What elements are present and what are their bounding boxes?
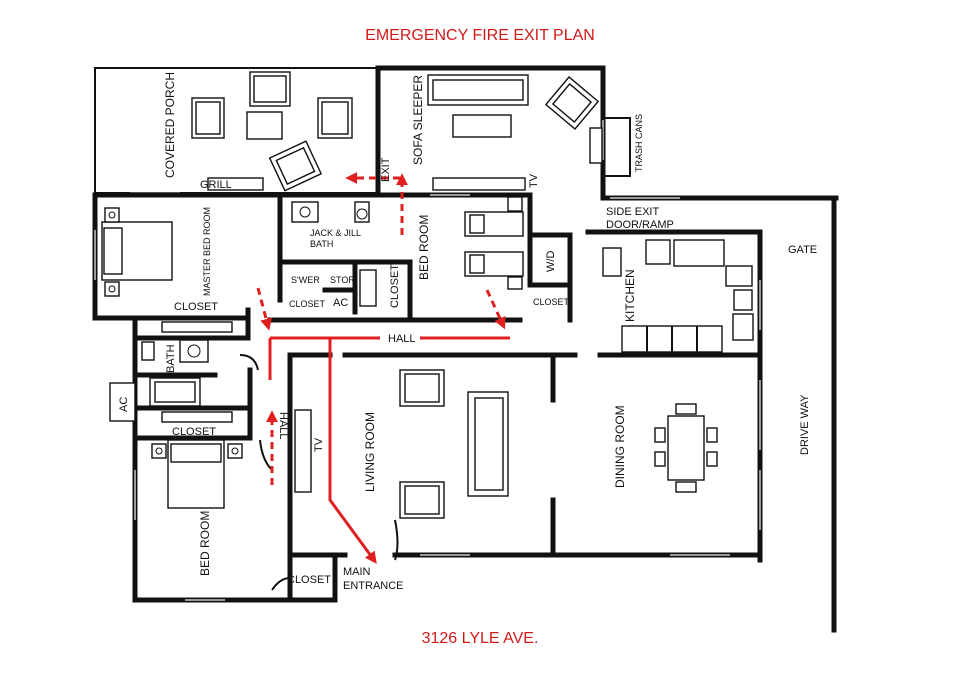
- plan-title: EMERGENCY FIRE EXIT PLAN: [365, 27, 595, 44]
- label-closet-small: CLOSET: [289, 299, 326, 309]
- label-wd: W/D: [545, 251, 557, 272]
- label-drive-way: DRIVE WAY: [799, 394, 811, 455]
- label-hall-vertical: HALL: [277, 412, 289, 440]
- label-grill: GRILL: [200, 179, 232, 191]
- address-label: 3126 LYLE AVE.: [421, 630, 539, 647]
- room-labels: COVERED PORCH GRILL SOFA SLEEPER EXIT TV…: [118, 72, 817, 592]
- label-hall-top: HALL: [388, 333, 416, 345]
- label-shower: S'WER: [291, 275, 320, 285]
- exit-routes: [256, 172, 510, 564]
- label-jack-jill-bath: BATH: [310, 239, 333, 249]
- label-side-exit-ramp: DOOR/RAMP: [606, 219, 674, 231]
- label-bed-room-lower: BED ROOM: [198, 511, 212, 576]
- label-covered-porch: COVERED PORCH: [163, 72, 177, 178]
- label-tv-top: TV: [528, 173, 540, 188]
- label-master-bed-room: MASTER BED ROOM: [202, 207, 212, 296]
- label-main: MAIN: [343, 566, 371, 578]
- label-bed-room-mid: BED ROOM: [417, 215, 431, 280]
- label-closet-vertical: CLOSET: [389, 264, 401, 308]
- label-entrance: ENTRANCE: [343, 580, 404, 592]
- label-exit: EXIT: [380, 157, 392, 182]
- label-ac-outer: AC: [118, 397, 130, 412]
- label-storage: STOR: [330, 275, 355, 285]
- label-dining-room: DINING ROOM: [613, 405, 627, 488]
- label-closet-bottom: CLOSET: [287, 574, 331, 586]
- label-bath: BATH: [165, 344, 177, 373]
- label-sofa-sleeper: SOFA SLEEPER: [411, 75, 425, 165]
- label-ac-inner: AC: [333, 297, 348, 309]
- label-closet-master: CLOSET: [174, 301, 218, 313]
- label-gate: GATE: [788, 244, 817, 256]
- furniture: [101, 74, 754, 591]
- covered-porch: [94, 67, 378, 194]
- label-living-room: LIVING ROOM: [363, 412, 377, 492]
- windows: [94, 120, 761, 601]
- label-tv-living: TV: [313, 437, 325, 452]
- label-closet-lower: CLOSET: [172, 426, 216, 438]
- label-kitchen: KITCHEN: [623, 269, 637, 322]
- label-jack-jill: JACK & JILL: [310, 228, 361, 238]
- label-side-exit: SIDE EXIT: [606, 206, 659, 218]
- label-closet-right: CLOSET: [533, 297, 570, 307]
- label-trash-cans: TRASH CANS: [634, 114, 644, 172]
